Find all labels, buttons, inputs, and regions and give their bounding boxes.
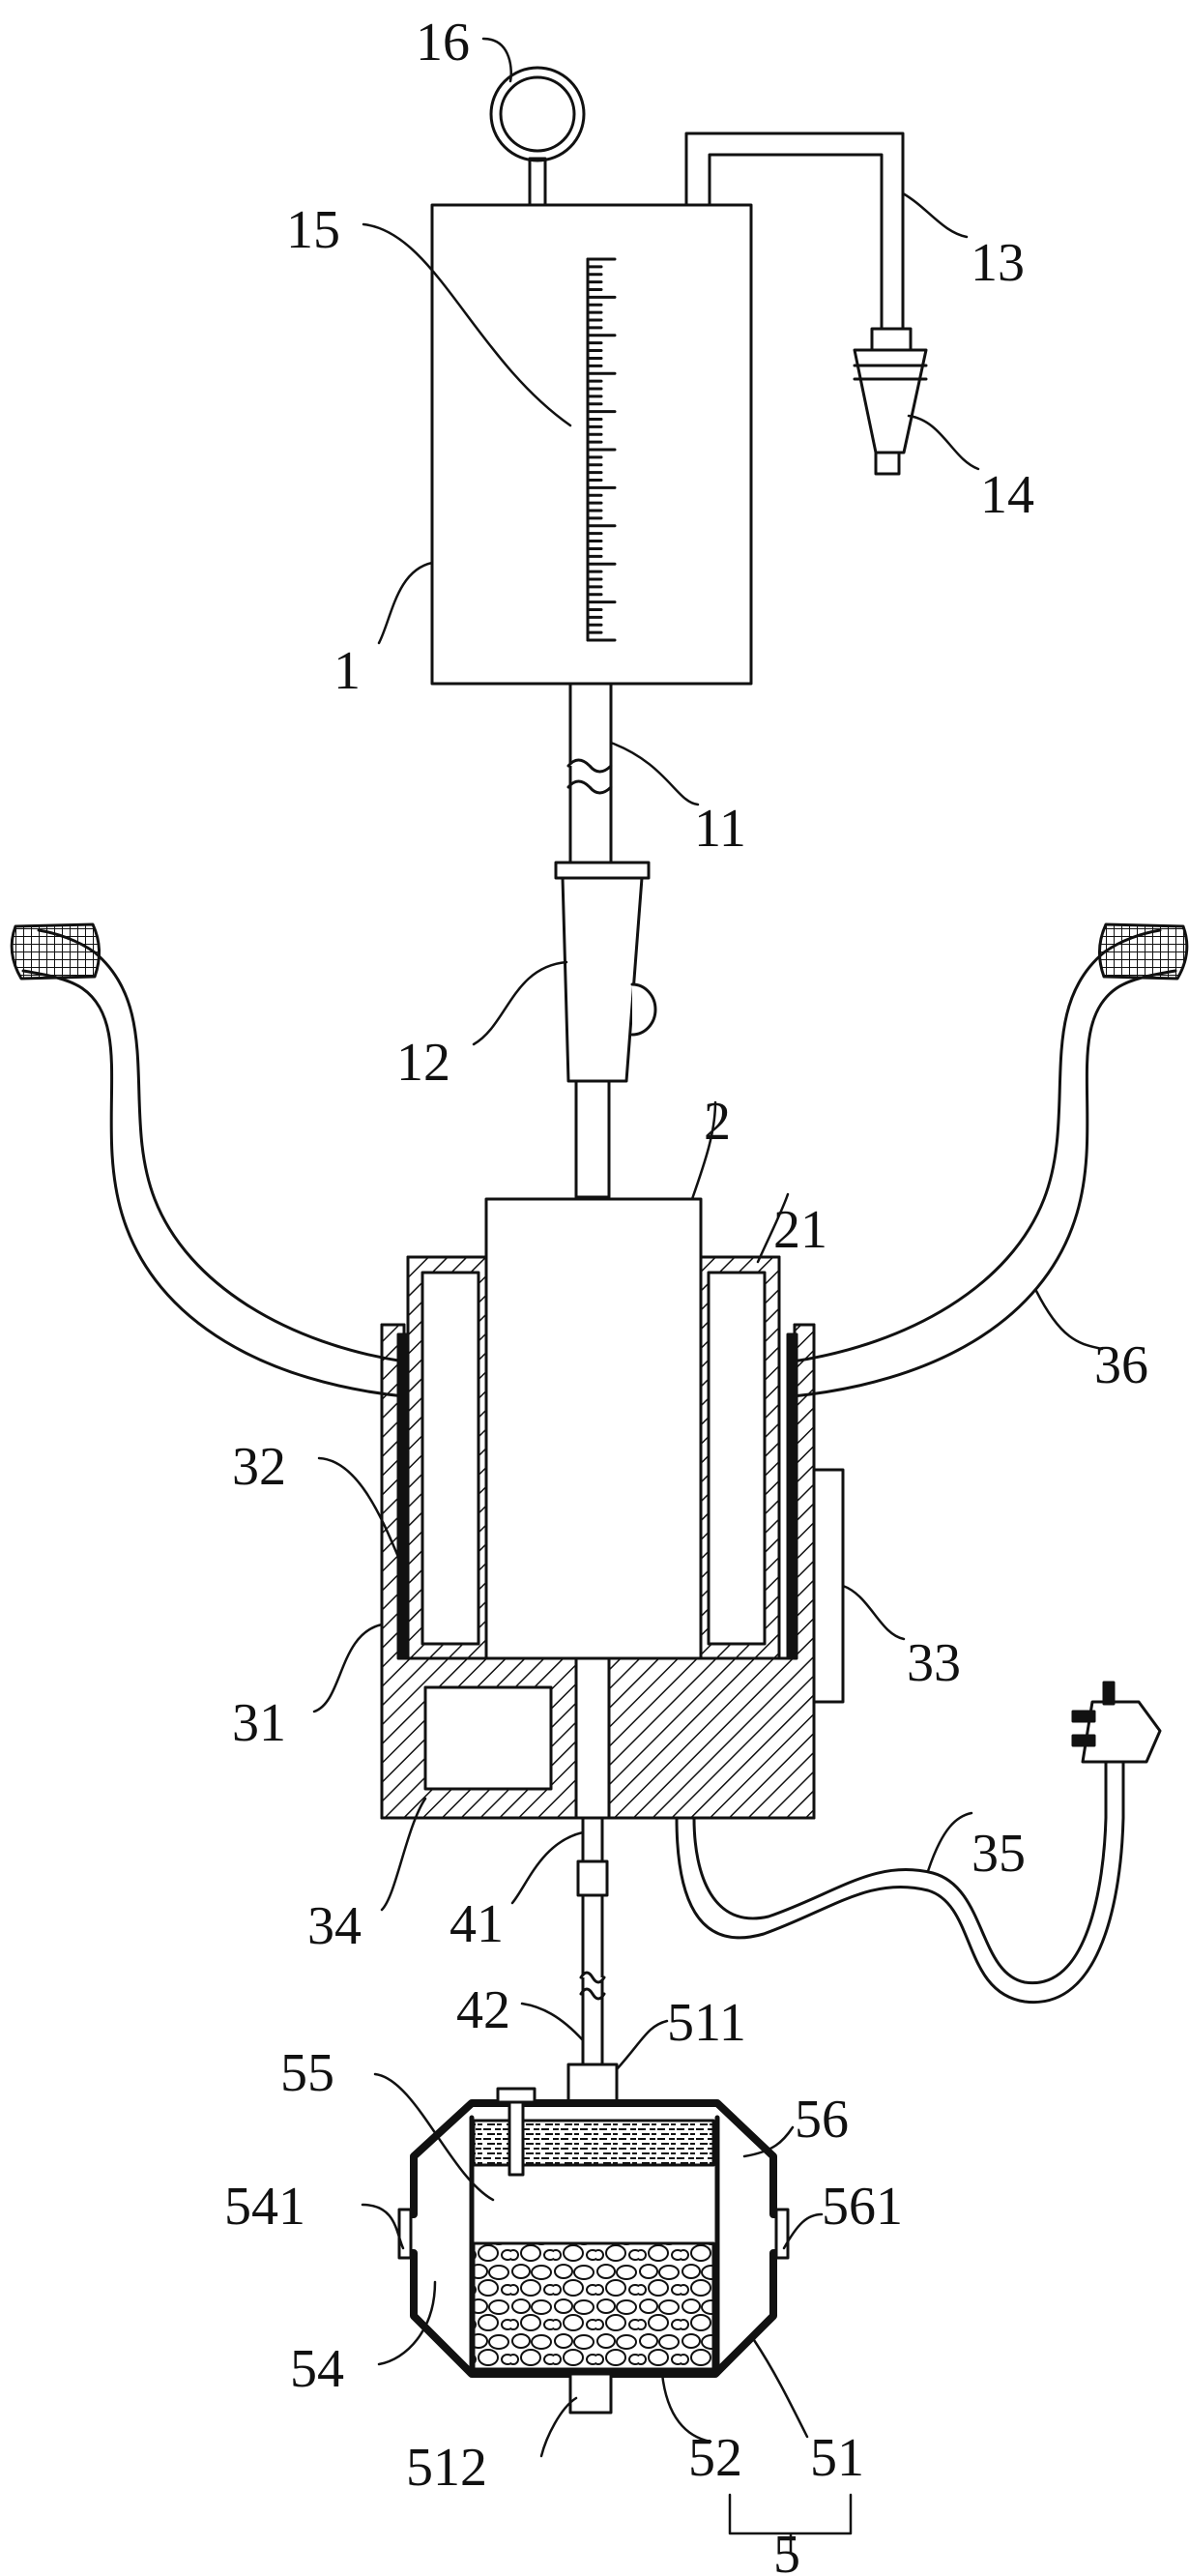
vent-tube [684, 132, 928, 476]
battery-box [423, 1685, 553, 1791]
volume-scale [586, 257, 617, 642]
label-512: 512 [406, 2438, 487, 2498]
heater-strip-right [786, 1332, 798, 1660]
window-541 [397, 2208, 413, 2260]
pin-shaft [508, 2100, 525, 2177]
tube-11 [566, 682, 613, 864]
control-panel [812, 1468, 845, 1704]
label-52: 52 [688, 2428, 742, 2488]
reference-numerals: 16 15 13 14 1 11 12 2 21 36 32 33 31 35 … [224, 13, 1148, 2576]
drip-chamber [554, 861, 657, 1199]
label-13: 13 [971, 233, 1025, 293]
label-1: 1 [334, 641, 361, 701]
infusion-bag [430, 66, 753, 686]
label-5: 5 [773, 2525, 800, 2576]
needle-tip [874, 451, 901, 476]
label-41: 41 [450, 1894, 504, 1954]
heat-handle-right [791, 922, 1189, 1398]
outlet-tube [566, 1816, 619, 2105]
label-31: 31 [232, 1693, 286, 1753]
hanger-neck [528, 157, 547, 207]
label-2: 2 [704, 1092, 731, 1152]
label-55: 55 [280, 2043, 334, 2103]
liquid-container [484, 1197, 703, 1660]
label-56: 56 [795, 2090, 849, 2150]
label-15: 15 [286, 200, 340, 260]
label-14: 14 [980, 465, 1034, 525]
label-32: 32 [232, 1437, 286, 1497]
filter-housing [397, 2087, 790, 2415]
label-511: 511 [667, 1993, 746, 2053]
label-33: 33 [907, 1633, 961, 1693]
connecting-tube [574, 1079, 611, 1199]
hanger-ring-inner [499, 75, 576, 153]
label-11: 11 [694, 799, 746, 859]
label-51: 51 [810, 2428, 864, 2488]
label-42: 42 [456, 1980, 510, 2040]
label-54: 54 [290, 2339, 344, 2399]
heater-strip-left [396, 1332, 409, 1660]
label-561: 561 [822, 2177, 903, 2237]
inlet-511 [566, 2063, 619, 2105]
label-34: 34 [307, 1896, 362, 1956]
flow-regulator [630, 982, 657, 1037]
heat-handle-left [10, 922, 406, 1398]
leader-lines [312, 37, 1104, 2555]
hanger-ring [489, 66, 586, 162]
label-16: 16 [416, 13, 470, 73]
label-12: 12 [396, 1033, 450, 1093]
pin-head [496, 2087, 536, 2104]
label-36: 36 [1094, 1335, 1148, 1395]
label-35: 35 [972, 1824, 1026, 1884]
window-561 [774, 2208, 790, 2260]
label-541: 541 [224, 2177, 305, 2237]
filter-stones [472, 2241, 715, 2371]
power-cord [675, 1681, 1162, 2004]
outlet-512 [568, 2372, 613, 2415]
label-21: 21 [773, 1200, 827, 1260]
sleeve [406, 1255, 781, 1660]
